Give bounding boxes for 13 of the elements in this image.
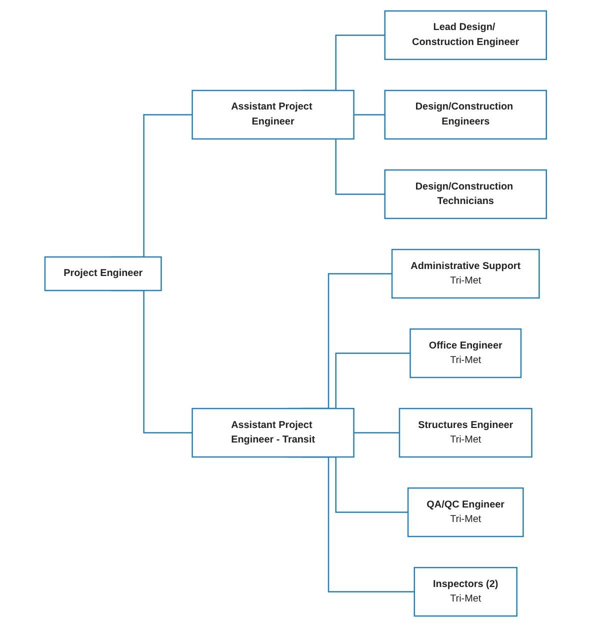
connector — [354, 432, 400, 434]
connector — [354, 114, 386, 116]
node-box: Design/Construction Technicians — [384, 169, 548, 220]
node-box: Project Engineer — [44, 256, 162, 292]
node-box: Office Engineer Tri-Met — [410, 328, 522, 378]
node-box: Assistant Project Engineer — [192, 90, 355, 140]
node-box: Lead Design/ Construction Engineer — [384, 10, 548, 60]
node-box: Structures Engineer Tri-Met — [399, 408, 533, 458]
node-box: Administrative Support Tri-Met — [392, 248, 540, 299]
node-box: Assistant Project Engineer - Transit — [192, 408, 355, 458]
node-box: Inspectors (2) Tri-Met — [414, 566, 518, 617]
node-box: QA/QC Engineer Tri-Met — [408, 487, 524, 538]
node-box: Design/Construction Engineers — [384, 90, 548, 140]
